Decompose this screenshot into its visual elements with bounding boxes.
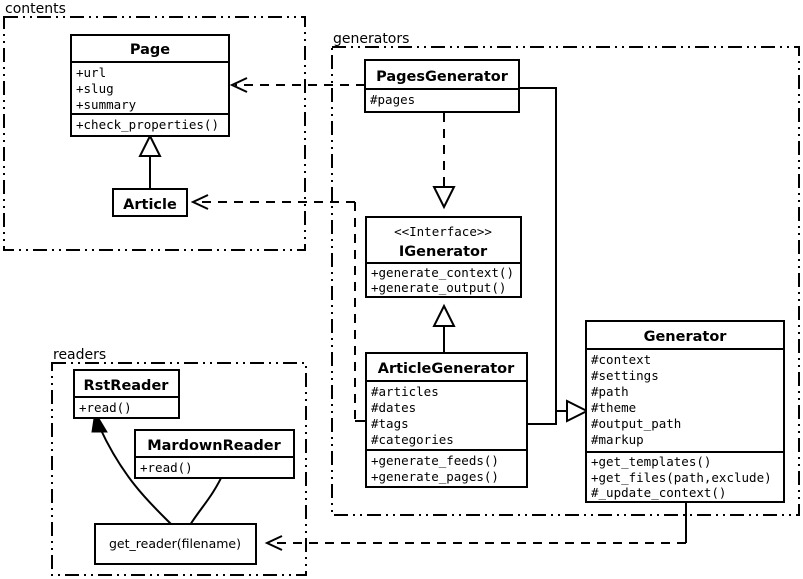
package-contents-border (3, 16, 306, 251)
relation-gen-article-page-triangle (138, 133, 162, 157)
relation-gen-articlegen-generator-line (527, 411, 557, 425)
class-generator-attr-3: #theme (591, 400, 636, 415)
package-contents: contents (3, 1, 306, 251)
class-generator-method-2: #_update_context() (591, 485, 726, 500)
class-page-method-0: +check_properties() (76, 117, 219, 132)
relation-real-pagesgen-igenerator-triangle (432, 186, 456, 210)
package-readers: readers (51, 347, 307, 576)
class-article-generator-attr-1: #dates (371, 400, 416, 415)
class-page-box[interactable] (70, 34, 230, 137)
package-readers-label: readers (53, 347, 106, 363)
class-rst-reader[interactable]: RstReader +read() (73, 369, 180, 419)
package-generators-border (331, 46, 800, 516)
relation-dep-pagesgen-page-arrow (229, 77, 248, 93)
class-generator-title: Generator (644, 329, 728, 345)
class-article-generator-method-0: +generate_feeds() (371, 453, 499, 468)
class-igenerator-box[interactable] (365, 216, 522, 298)
class-igenerator[interactable]: <<Interface>> IGenerator +generate_conte… (365, 216, 522, 298)
function-get-reader-label: get_reader(filename) (109, 536, 241, 551)
class-mardown-reader-method-0: +read() (140, 460, 193, 475)
class-page-attr-0: +url (76, 65, 106, 80)
class-generator-attr-4: #output_path (591, 416, 681, 431)
class-article-generator-title: ArticleGenerator (378, 361, 515, 377)
class-article-generator-method-1: +generate_pages() (371, 469, 499, 484)
class-igenerator-method-0: +generate_context() (371, 265, 514, 280)
class-generator-attr-0: #context (591, 352, 651, 367)
relation-dep-articlegen-article-arrow (190, 194, 209, 210)
class-rst-reader-method-0: +read() (79, 400, 132, 415)
relation-dep-generator-getreader-arrow (264, 535, 283, 551)
class-rst-reader-title: RstReader (84, 378, 170, 394)
class-pages-generator[interactable]: PagesGenerator #pages (364, 59, 520, 113)
class-mardown-reader-box[interactable] (134, 429, 295, 479)
class-article-generator-box[interactable] (365, 352, 528, 488)
class-article-generator-attr-2: #tags (371, 416, 409, 431)
class-pages-generator-title: PagesGenerator (376, 69, 509, 85)
class-page-attr-2: +summary (76, 97, 137, 112)
class-article-title: Article (123, 197, 177, 213)
relation-gen-pagesgen-generator-line (519, 87, 570, 412)
class-generator-box[interactable] (585, 320, 785, 503)
class-page[interactable]: Page +url +slug +summary +check_properti… (70, 34, 230, 137)
class-generator-method-1: +get_files(path,exclude) (591, 470, 772, 485)
package-readers-border (51, 362, 307, 576)
relation-gen-generator-triangle (566, 399, 590, 423)
relation-create-getreader-rstreader (99, 427, 173, 526)
class-article-generator-attr-3: #categories (371, 432, 454, 447)
class-pages-generator-box[interactable] (364, 59, 520, 113)
function-get-reader-box[interactable] (94, 523, 257, 565)
class-mardown-reader[interactable]: MardownReader +read() (134, 429, 295, 479)
class-article-box[interactable] (112, 188, 188, 217)
class-igenerator-stereotype: <<Interface>> (394, 224, 492, 239)
class-page-attr-1: +slug (76, 81, 114, 96)
class-article-generator-attr-0: #articles (371, 384, 439, 399)
package-generators: generators (331, 31, 800, 516)
class-rst-reader-box[interactable] (73, 369, 180, 419)
package-generators-label: generators (333, 31, 409, 47)
relation-gen-articlegen-igenerator-triangle (432, 303, 456, 327)
class-page-title: Page (130, 42, 170, 58)
class-generator[interactable]: Generator #context #settings #path #them… (585, 320, 785, 503)
package-contents-label: contents (5, 1, 66, 17)
function-get-reader[interactable]: get_reader(filename) (94, 523, 257, 565)
class-igenerator-method-1: +generate_output() (371, 280, 506, 295)
class-generator-attr-1: #settings (591, 368, 659, 383)
class-igenerator-title: IGenerator (399, 244, 488, 260)
class-mardown-reader-title: MardownReader (147, 438, 281, 454)
class-generator-attr-5: #markup (591, 432, 644, 447)
class-article-generator[interactable]: ArticleGenerator #articles #dates #tags … (365, 352, 528, 488)
class-generator-attr-2: #path (591, 384, 629, 399)
class-pages-generator-attr-0: #pages (370, 92, 415, 107)
class-article[interactable]: Article (112, 188, 188, 217)
class-generator-method-0: +get_templates() (591, 454, 711, 469)
